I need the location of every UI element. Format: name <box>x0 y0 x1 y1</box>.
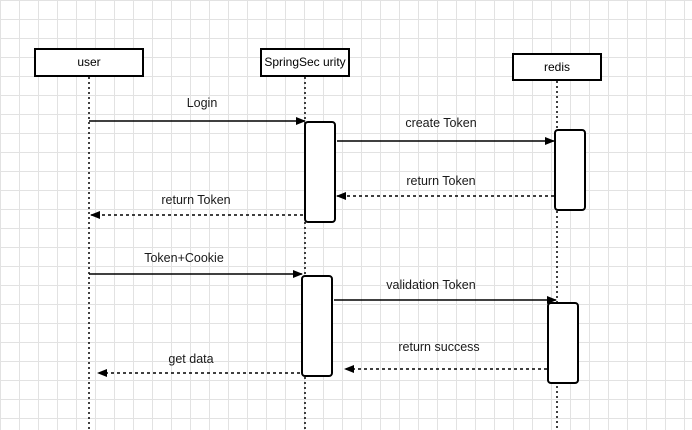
participant-security: SpringSec urity <box>260 48 350 77</box>
message-token-cookie-label: Token+Cookie <box>144 251 224 265</box>
activation-security-1 <box>304 121 336 223</box>
activation-security-2 <box>301 275 333 377</box>
participant-redis: redis <box>512 53 602 81</box>
activation-redis-2 <box>547 302 579 384</box>
participant-user-label: user <box>77 55 101 69</box>
activation-redis-1 <box>554 129 586 211</box>
participant-redis-label: redis <box>543 59 570 74</box>
message-return-success-label: return success <box>398 340 480 354</box>
participant-security-label: SpringSec urity <box>264 55 346 69</box>
message-get-data-label: get data <box>168 352 214 366</box>
message-create-token-label: create Token <box>405 116 477 130</box>
message-return-token-redis-label: return Token <box>406 174 476 188</box>
message-validation-token-label: validation Token <box>386 278 476 292</box>
participant-user: user <box>34 48 144 77</box>
message-login-label: Login <box>186 96 218 110</box>
message-return-token-user-label: return Token <box>161 193 231 207</box>
